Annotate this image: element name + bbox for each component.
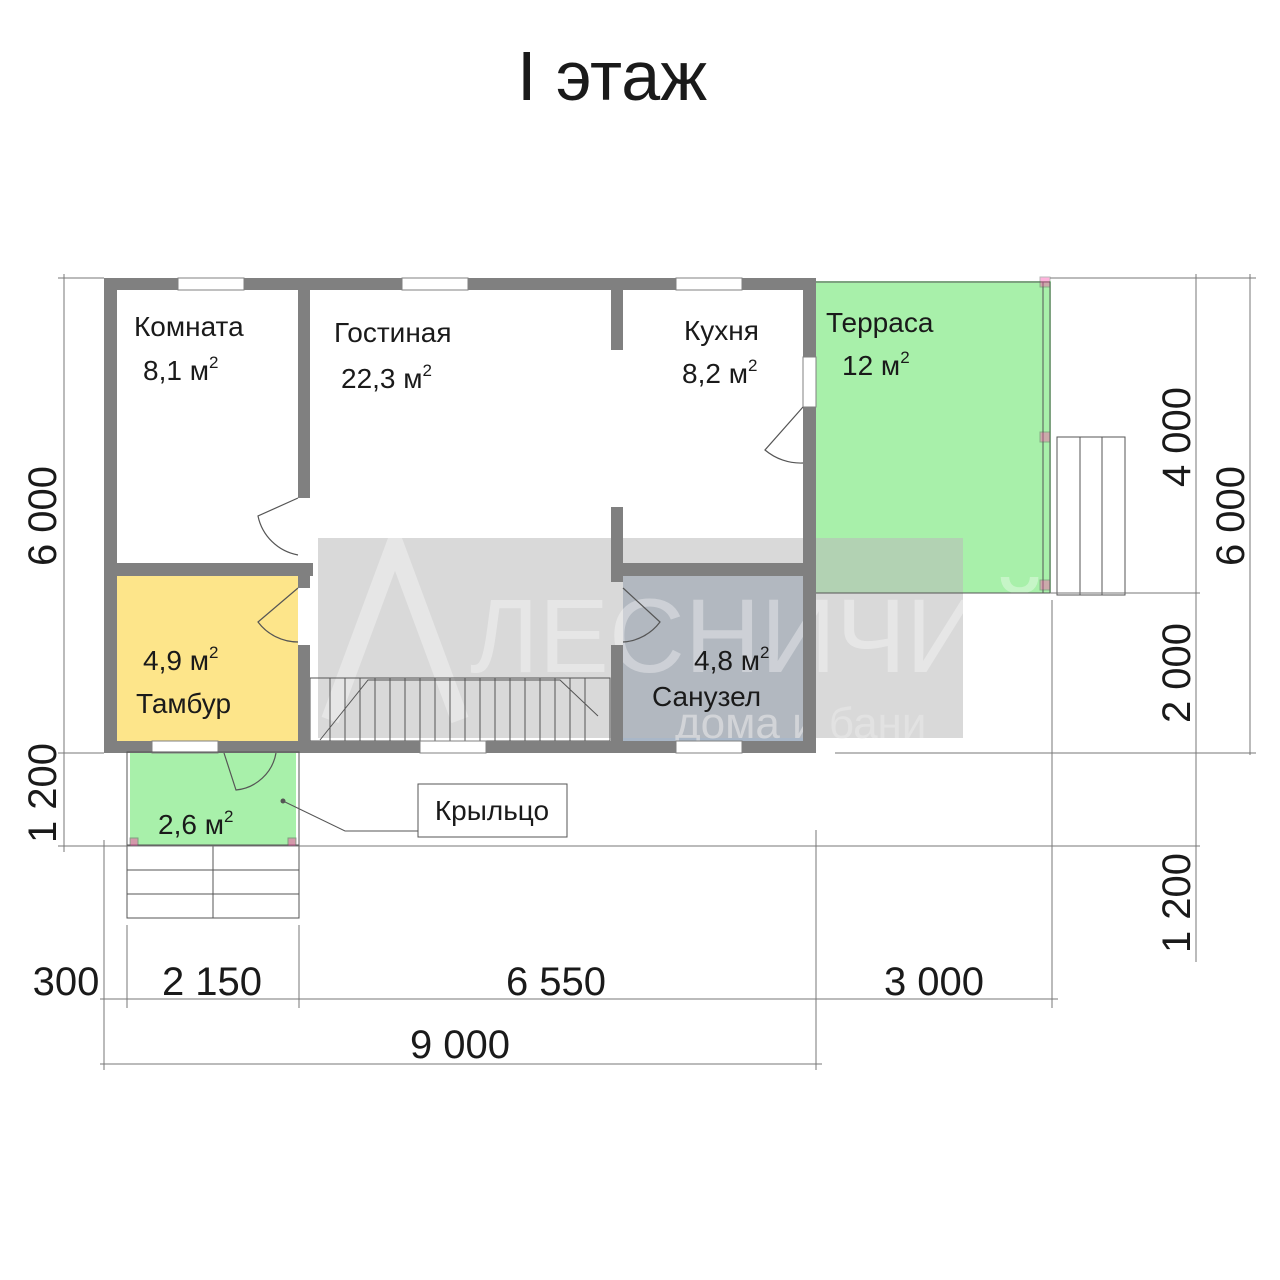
watermark-tagline: дома и бани <box>675 699 926 748</box>
dim-bottom-1: 2 150 <box>162 960 262 1004</box>
room-tambur-name: Тамбур <box>136 688 231 719</box>
dimension-lines <box>58 274 1256 1070</box>
dim-right-outer: 6 000 <box>1209 466 1253 566</box>
dim-total-width: 9 000 <box>410 1023 510 1067</box>
dim-left-1: 1 200 <box>21 743 65 843</box>
room-kuhnya-name: Кухня <box>684 315 759 346</box>
porch-callout: Крыльцо <box>280 783 568 838</box>
room-tambur-area: 4,9 м2 <box>143 643 218 676</box>
room-sanuzel-area: 4,8 м2 <box>694 643 769 676</box>
doors <box>223 406 804 791</box>
room-gostinaya-name: Гостиная <box>334 317 452 348</box>
dim-right-inner-1: 2 000 <box>1155 623 1199 723</box>
room-sanuzel-name: Санузел <box>652 681 761 712</box>
dim-left-0: 6 000 <box>21 466 65 566</box>
terrace-steps <box>1056 436 1126 596</box>
room-terrasa-name: Терраса <box>826 307 934 338</box>
dim-bottom-3: 3 000 <box>884 960 984 1004</box>
dim-bottom-0: 300 <box>33 960 100 1004</box>
terrace-frame <box>816 276 1051 594</box>
watermark-logo <box>321 519 469 724</box>
dim-bottom-2: 6 550 <box>506 960 606 1004</box>
watermark-brand: ЛЕСНИЧИЙ <box>470 576 1057 695</box>
porch-callout-label: Крыльцо <box>435 795 549 826</box>
room-gostinaya-area: 22,3 м2 <box>341 361 432 394</box>
room-kuhnya-area: 8,2 м2 <box>682 356 757 389</box>
room-komnata-area: 8,1 м2 <box>143 353 218 386</box>
porch-fill <box>130 752 296 845</box>
dim-right-inner-0: 4 000 <box>1155 387 1199 487</box>
windows <box>151 277 817 754</box>
room-terrasa-area: 12 м2 <box>842 348 910 381</box>
dim-right-inner-2: 1 200 <box>1155 853 1199 953</box>
room-komnata-name: Комната <box>134 311 244 342</box>
porch-frame <box>126 751 300 919</box>
room-krylco-area: 2,6 м2 <box>158 807 233 840</box>
page-title: I этаж <box>517 37 707 115</box>
tambur-fill <box>117 576 298 741</box>
